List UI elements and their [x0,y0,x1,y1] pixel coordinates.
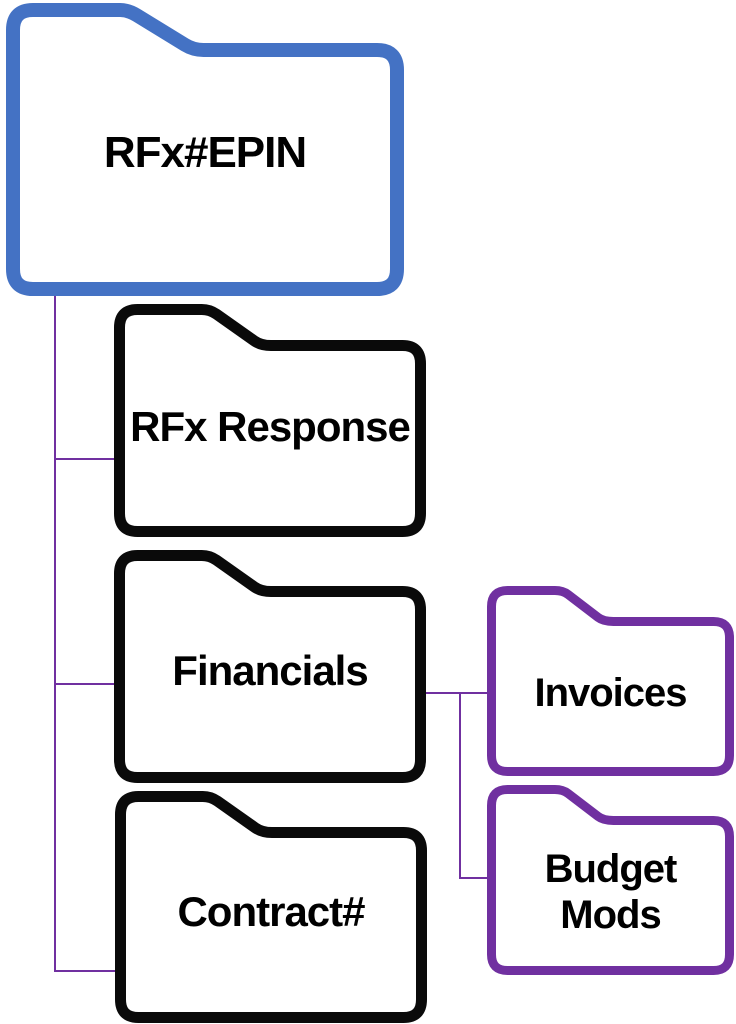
folder-financials: Financials [114,550,426,783]
connector-root-trunk [54,296,56,972]
folder-shape-icon [114,550,426,783]
folder-label: Contract# [177,887,365,935]
connector-branch-rfx-response [55,458,115,460]
folder-shape-icon [487,785,734,975]
connector-branch-financials [55,683,115,685]
folder-label: Financials [172,647,368,695]
folder-budget-mods: Budget Mods [487,785,734,975]
connector-financials-subtrunk [459,692,461,879]
folder-invoices: Invoices [487,586,734,776]
folder-label: Budget Mods [544,847,678,937]
folder-rfx-epin: RFx#EPIN [6,3,404,296]
folder-shape-icon [114,304,426,537]
folder-shape-icon [115,791,427,1023]
folder-label: RFx#EPIN [103,128,307,178]
folder-shape-icon [6,3,404,296]
connector-branch-budget-mods [459,877,487,879]
folder-contract: Contract# [115,791,427,1023]
folder-label: Invoices [534,671,687,715]
connector-branch-contract [55,970,116,972]
folder-shape-icon [487,586,734,776]
folder-label: RFx Response [130,403,411,451]
folder-rfx-response: RFx Response [114,304,426,537]
connector-financials-to-invoices [425,692,487,694]
